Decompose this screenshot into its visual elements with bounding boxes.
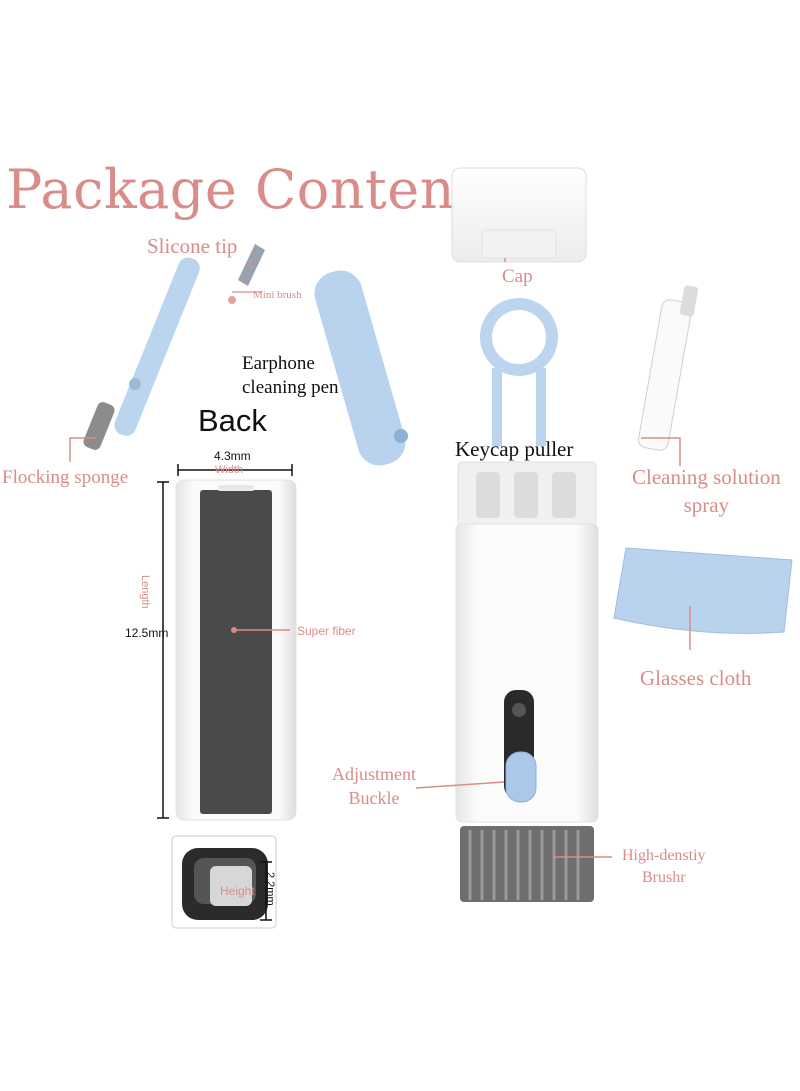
keycap-puller-label: Keycap puller [455,437,574,461]
silicone-tip-label: Slicone tip [147,234,238,258]
cleaning-spray-label-line1: Cleaning solution [632,465,781,489]
cleaning-spray-label: Cleaning solution spray [632,463,781,519]
length-value: 12.5mm [125,626,169,640]
brush-label-line1: High-denstiy [622,847,706,864]
back-view-device-icon [175,479,297,821]
width-label: Width [215,464,244,476]
height-inset-icon [171,835,277,929]
back-label: Back [198,403,267,438]
brush-label-line2: Brushr [641,869,686,886]
height-label: Height [220,884,255,898]
cleaning-spray-label-line2: spray [683,493,730,517]
height-value: 2.2mm [264,872,276,906]
earphone-pen-label-line2: cleaning pen [242,377,339,398]
length-label: Length [139,575,151,609]
cap-label: Cap [502,266,533,287]
width-value: 4.3mm [214,449,251,463]
super-fiber-label: Super fiber [297,624,356,638]
cap-icon [451,167,587,263]
adjustment-buckle-label-line2: Buckle [348,788,400,808]
earphone-pen-label-line1: Earphone [242,353,315,374]
page-title: Package Content [6,158,478,221]
flocking-sponge-label: Flocking sponge [2,467,129,488]
glasses-cloth-icon [613,547,793,634]
earphone-pen-label: Earphone cleaning pen [242,352,339,400]
adjustment-buckle-label-line1: Adjustment [332,764,416,784]
brush-label: High-denstiy Brushr [622,845,706,889]
earphone-pen-right-icon [314,270,408,466]
mini-brush-label: Mini brush [253,289,302,301]
keycap-puller-icon [480,298,558,446]
adjustment-buckle-label: Adjustment Buckle [332,762,416,810]
spray-bottle-icon [637,285,699,451]
glasses-cloth-label: Glasses cloth [640,666,752,690]
